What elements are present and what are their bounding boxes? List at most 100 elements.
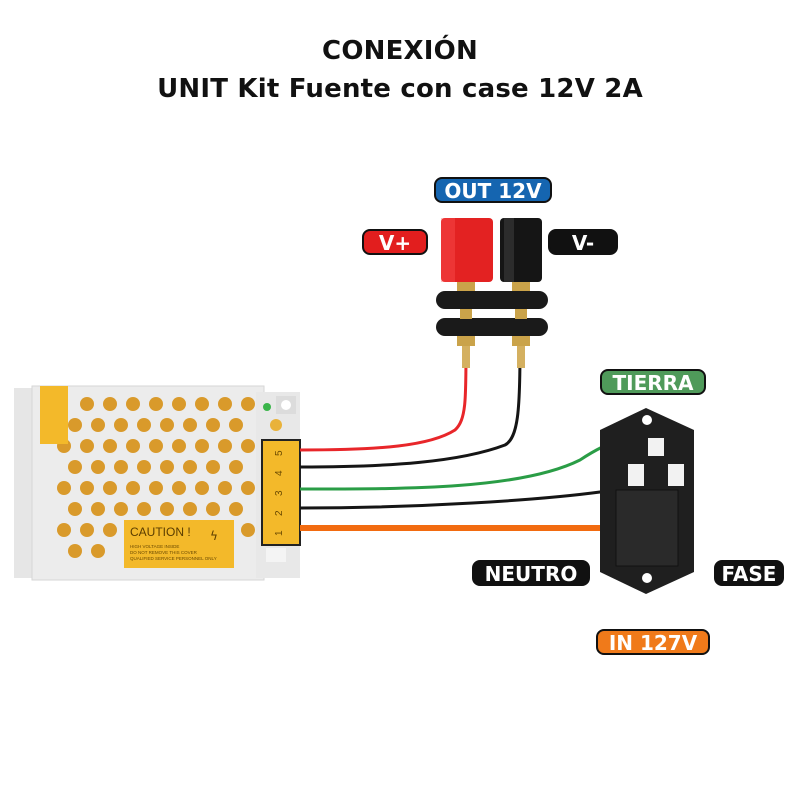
caution-label [124, 520, 234, 568]
vent-hole [137, 460, 151, 474]
vent-hole [172, 397, 186, 411]
iec-power-inlet [600, 408, 694, 594]
vent-hole [103, 397, 117, 411]
in-127v-label: IN 127V [596, 629, 710, 655]
vent-hole [206, 418, 220, 432]
red-post-nut [457, 336, 475, 346]
out-12v-label: OUT 12V [434, 177, 552, 203]
post-plate-top [436, 291, 548, 309]
vent-hole [149, 481, 163, 495]
vent-hole [114, 418, 128, 432]
vplus-label: V+ [362, 229, 428, 255]
vent-hole [126, 481, 140, 495]
vent-hole [103, 481, 117, 495]
vent-hole [91, 544, 105, 558]
vent-hole [183, 502, 197, 516]
vent-hole [103, 439, 117, 453]
vent-hole [57, 481, 71, 495]
vent-hole [218, 481, 232, 495]
black-post-nut [512, 336, 530, 346]
vent-hole [80, 439, 94, 453]
vent-hole [91, 418, 105, 432]
vent-hole [229, 418, 243, 432]
terminal-block [261, 439, 301, 546]
vent-hole [80, 523, 94, 537]
screw-hole [281, 400, 291, 410]
fuse-holder [615, 489, 679, 567]
led-indicator-icon [263, 403, 271, 411]
caution-title: CAUTION ! [130, 525, 191, 539]
black-post-highlight [504, 218, 514, 282]
line-pin [668, 464, 684, 486]
neutral-pin [628, 464, 644, 486]
earth-pin [648, 438, 664, 456]
vent-hole [160, 502, 174, 516]
vent-hole [149, 397, 163, 411]
vent-hole [229, 502, 243, 516]
trim-potentiometer-icon[interactable] [270, 419, 282, 431]
red-binding-post [441, 218, 493, 282]
binding-posts [436, 218, 548, 368]
diagram-subtitle: UNIT Kit Fuente con case 12V 2A [157, 74, 643, 104]
psu-vent-holes [57, 397, 255, 558]
vent-hole [183, 418, 197, 432]
tierra-label: TIERRA [600, 369, 706, 395]
dip-switch-label [40, 386, 68, 444]
vent-hole [114, 502, 128, 516]
vent-hole [195, 439, 209, 453]
vent-hole [229, 460, 243, 474]
vent-hole [160, 418, 174, 432]
terminal-number: 1 [274, 530, 285, 536]
vent-hole [80, 397, 94, 411]
red-post-pin [462, 346, 470, 368]
vent-hole [114, 460, 128, 474]
caution-text-line: HIGH VOLTAGE INSIDE [130, 544, 179, 549]
vent-hole [91, 460, 105, 474]
vent-hole [137, 418, 151, 432]
vent-hole [103, 523, 117, 537]
caution-text-line: DO NOT REMOVE THIS COVER [130, 550, 198, 555]
red-post-highlight [441, 218, 455, 282]
terminal-number: 4 [274, 470, 285, 476]
vent-hole [218, 439, 232, 453]
vent-hole [218, 397, 232, 411]
vent-hole [206, 460, 220, 474]
wire-black-vminus [299, 349, 522, 469]
vent-hole [68, 544, 82, 558]
red-post-thread [460, 309, 472, 319]
inlet-mount-hole-bottom [642, 573, 652, 583]
vent-hole [126, 439, 140, 453]
vent-hole [206, 502, 220, 516]
vent-hole [149, 439, 163, 453]
vent-hole [68, 460, 82, 474]
vent-hole [91, 502, 105, 516]
vent-hole [172, 439, 186, 453]
vent-hole [126, 397, 140, 411]
black-post-pin [517, 346, 525, 368]
psu-connector-bottom [266, 548, 286, 562]
black-post-thread [515, 309, 527, 319]
vent-hole [241, 523, 255, 537]
vent-hole [68, 418, 82, 432]
terminal-number: 5 [274, 450, 285, 456]
inlet-mount-hole-top [642, 415, 652, 425]
vent-hole [241, 439, 255, 453]
vminus-label: V- [548, 229, 618, 255]
caution-text-line: QUALIFIED SERVICE PERSONNEL ONLY [130, 556, 217, 561]
terminal-number: 2 [274, 510, 285, 516]
wire-red-vplus [299, 349, 468, 452]
vent-hole [172, 481, 186, 495]
terminal-number: 3 [274, 490, 285, 496]
diagram-title: CONEXIÓN [322, 36, 478, 66]
vent-hole [241, 397, 255, 411]
vent-hole [195, 397, 209, 411]
terminal-numbers: 5 4 3 2 1 [274, 450, 285, 536]
post-plate-bottom [436, 318, 548, 336]
vent-hole [68, 502, 82, 516]
fase-label: FASE [714, 560, 784, 586]
vent-hole [57, 523, 71, 537]
neutro-label: NEUTRO [472, 560, 590, 586]
vent-hole [241, 481, 255, 495]
